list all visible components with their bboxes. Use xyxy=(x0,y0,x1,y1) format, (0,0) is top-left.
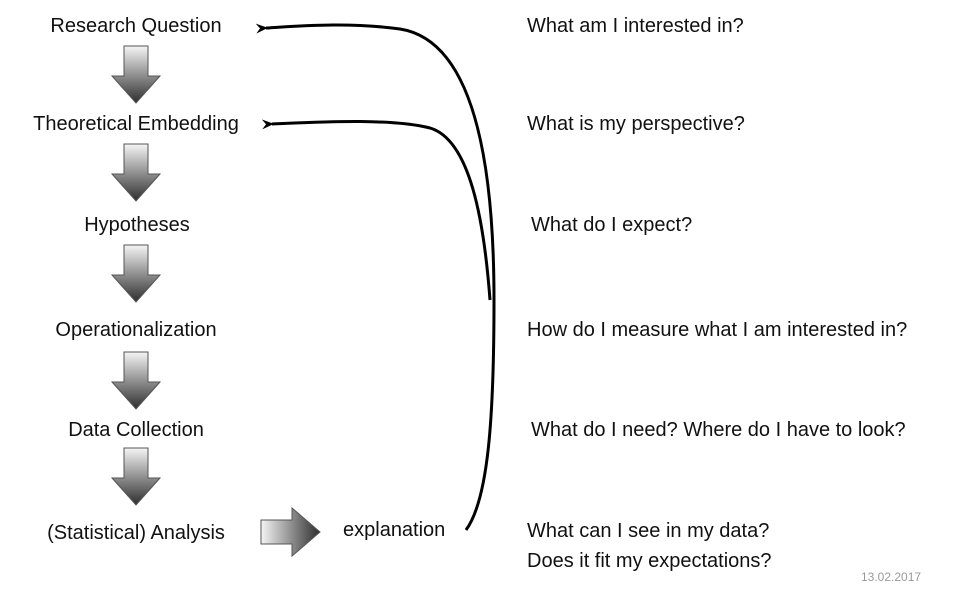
step-hypotheses: Hypotheses xyxy=(84,214,190,236)
question-data-collection: What do I need? Where do I have to look? xyxy=(531,419,906,441)
question-analysis-1: What can I see in my data? xyxy=(527,520,770,542)
step-operationalization: Operationalization xyxy=(55,319,217,341)
step-theoretical-embedding: Theoretical Embedding xyxy=(33,113,239,135)
down-arrow-4 xyxy=(110,351,162,410)
down-arrow-3 xyxy=(110,244,162,303)
question-hypotheses: What do I expect? xyxy=(531,214,693,236)
slide-date: 13.02.2017 xyxy=(861,570,922,584)
down-arrow-2 xyxy=(110,143,162,202)
feedback-curve-theoretical-embedding xyxy=(261,119,492,301)
question-analysis-2: Does it fit my expectations? xyxy=(527,550,772,572)
down-arrow-5 xyxy=(110,447,162,506)
feedback-curve-research-question xyxy=(255,23,496,531)
question-research: What am I interested in? xyxy=(527,15,744,37)
step-data-collection: Data Collection xyxy=(68,419,204,441)
right-arrow xyxy=(260,506,321,558)
step-research-question: Research Question xyxy=(50,15,222,37)
explanation-label: explanation xyxy=(343,519,446,541)
step-statistical-analysis: (Statistical) Analysis xyxy=(47,522,225,544)
down-arrow-1 xyxy=(110,45,162,104)
question-theory: What is my perspective? xyxy=(527,113,745,135)
question-operationalization: How do I measure what I am interested in… xyxy=(527,319,908,341)
